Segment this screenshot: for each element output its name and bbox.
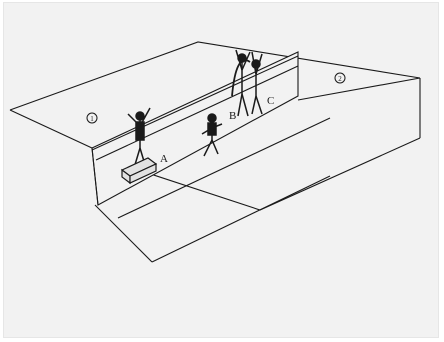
court-left-sideline xyxy=(10,110,92,148)
marker-b-label: B xyxy=(229,110,236,122)
marker-c-label: C xyxy=(267,95,274,107)
court-right-sideline xyxy=(298,78,420,100)
zone-1-marker: 1 xyxy=(87,113,97,123)
zone-2-marker: 2 xyxy=(335,73,345,83)
zone-2-label: 2 xyxy=(338,75,342,83)
marker-a-label: A xyxy=(160,153,168,165)
zone-1-label: 1 xyxy=(90,115,94,123)
court-front-left xyxy=(95,205,152,262)
